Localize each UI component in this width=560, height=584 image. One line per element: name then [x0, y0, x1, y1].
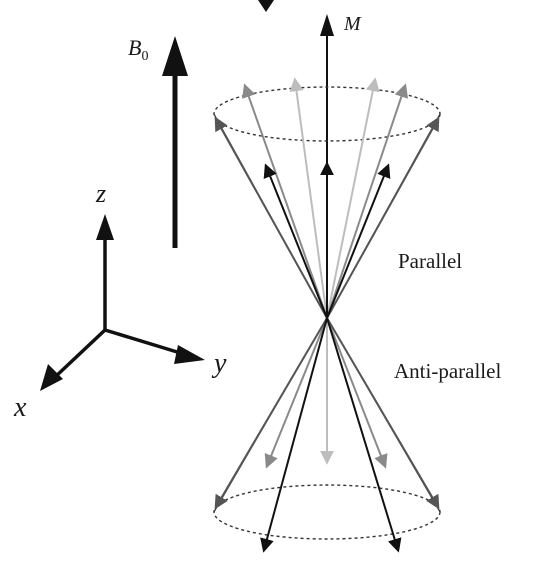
- spin-vector: [326, 77, 380, 319]
- x-axis-label: x: [13, 392, 27, 423]
- spin-vector: [264, 317, 328, 469]
- spin-vector: [214, 317, 328, 510]
- antiparallel-cone: [213, 317, 441, 553]
- coordinate-axes: [40, 214, 205, 391]
- z-axis-label: z: [95, 179, 106, 208]
- parallel-cone: [213, 77, 441, 319]
- spin-vector: [326, 317, 402, 553]
- spin-vector: [289, 77, 328, 319]
- spin-vector: [326, 83, 409, 319]
- b0-field-arrow: [162, 36, 188, 248]
- m-label: M: [343, 13, 362, 35]
- spin-vector: [326, 317, 388, 469]
- antiparallel-label: Anti-parallel: [394, 359, 501, 383]
- lower-precession-circle: [213, 484, 441, 540]
- spin-vector: [242, 83, 328, 319]
- spin-vector: [263, 163, 328, 319]
- top-arrow-stub: [258, 0, 274, 12]
- b0-label: B0: [128, 35, 148, 64]
- spin-vector: [214, 116, 328, 319]
- spin-vector: [260, 317, 328, 553]
- y-axis-label: y: [211, 348, 227, 379]
- spin-vector: [326, 317, 440, 510]
- parallel-label: Parallel: [398, 249, 462, 273]
- spin-vector: [326, 116, 440, 319]
- spin-vector: [326, 163, 391, 319]
